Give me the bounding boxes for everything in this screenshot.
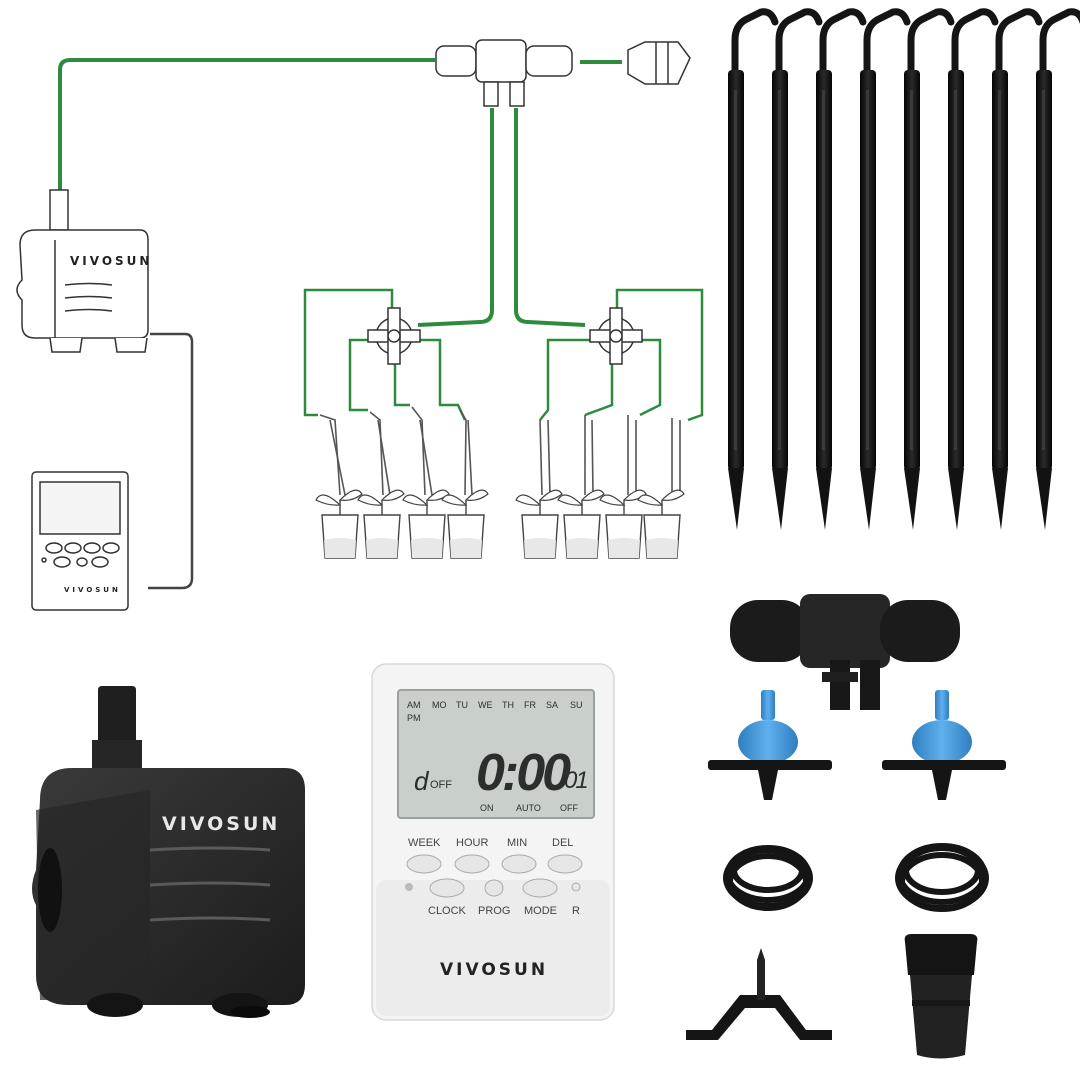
diagram-pot <box>357 489 405 559</box>
lcd-day-su: SU <box>570 700 583 710</box>
timer-photo <box>371 663 615 1021</box>
diagram-manifold-right <box>589 307 643 365</box>
week-button[interactable] <box>406 854 442 874</box>
pump-photo <box>32 686 305 1018</box>
dripper-right <box>882 690 1006 800</box>
timer-led-icon <box>405 883 413 891</box>
btn-label-r: R <box>572 905 580 917</box>
dripper-left <box>708 690 832 800</box>
btn-label-del: DEL <box>552 837 573 849</box>
lcd-day-indicator: d <box>414 766 430 796</box>
btn-label-hour: HOUR <box>456 837 488 849</box>
diagram-power-cable <box>148 332 194 590</box>
drip-stake <box>1036 8 1080 530</box>
min-button[interactable] <box>501 854 537 874</box>
diagram-stake-lines <box>319 406 681 496</box>
diagram-pot <box>515 489 563 559</box>
diagram-pump-logo: VIVOSUN <box>70 254 152 268</box>
diagram-pot <box>637 489 685 559</box>
lcd-day-fr: FR <box>524 700 536 710</box>
prog-button[interactable] <box>484 879 504 897</box>
drip-stake <box>728 8 779 530</box>
diagram-pots <box>315 489 685 559</box>
drip-stake <box>860 8 911 530</box>
clock-button[interactable] <box>429 878 465 898</box>
lcd-mode-on: ON <box>480 803 494 813</box>
hour-button[interactable] <box>454 854 490 874</box>
lcd-day-mo: MO <box>432 700 447 710</box>
drip-stake <box>948 8 999 530</box>
btn-label-mode: MODE <box>524 905 557 917</box>
lcd-mode-off: OFF <box>560 803 578 813</box>
lcd-day-tu: TU <box>456 700 468 710</box>
timer-logo: VIVOSUN <box>440 960 548 980</box>
diagram-tee-connector <box>435 39 573 107</box>
drip-stake <box>772 8 823 530</box>
diagram-pot <box>402 489 450 559</box>
diagram-timer-logo: VIVOSUN <box>64 586 121 594</box>
diagram-pump <box>16 189 149 353</box>
diagram-end-cap <box>627 41 691 85</box>
lcd-big-digits: 0:00 <box>476 744 571 802</box>
hole-punch-tool <box>686 948 832 1040</box>
timer-buttons: WEEK HOUR MIN DEL CLOCK PROG MODE R <box>405 837 583 917</box>
diagram-tubing <box>58 58 622 327</box>
drip-stake <box>816 8 867 530</box>
diagram-timer <box>31 471 129 611</box>
lcd-day-th: TH <box>502 700 514 710</box>
diagram-branch-tubing <box>303 288 704 422</box>
del-button[interactable] <box>547 854 583 874</box>
timer-lcd: AM PM MO TU WE TH FR SA SU d OFF 0:00 01… <box>407 700 589 813</box>
drip-stakes <box>728 8 1080 530</box>
end-plug-photo <box>904 934 978 1059</box>
diagram-pot <box>441 489 489 559</box>
drip-stake <box>992 8 1043 530</box>
mode-button[interactable] <box>522 878 558 898</box>
tube-coil-left <box>723 845 813 911</box>
lcd-mode-auto: AUTO <box>516 803 541 813</box>
drip-stake <box>904 8 955 530</box>
btn-label-min: MIN <box>507 837 527 849</box>
lcd-day-we: WE <box>478 700 493 710</box>
diagram-pot <box>315 489 363 559</box>
btn-label-prog: PROG <box>478 905 510 917</box>
lcd-am: AM <box>407 700 421 710</box>
tee-connector-photo <box>730 594 960 710</box>
btn-label-clock: CLOCK <box>428 905 467 917</box>
lcd-day-sa: SA <box>546 700 558 710</box>
diagram-manifold-left <box>367 307 421 365</box>
lcd-status-off: OFF <box>430 779 452 791</box>
lcd-pm: PM <box>407 713 421 723</box>
diagram-pot <box>557 489 605 559</box>
pump-logo: VIVOSUN <box>162 813 280 835</box>
btn-label-week: WEEK <box>408 837 441 849</box>
reset-button[interactable] <box>571 882 581 892</box>
diagram-pot <box>599 489 647 559</box>
tube-coil-right <box>895 843 989 912</box>
lcd-small-digits: 01 <box>564 767 587 794</box>
